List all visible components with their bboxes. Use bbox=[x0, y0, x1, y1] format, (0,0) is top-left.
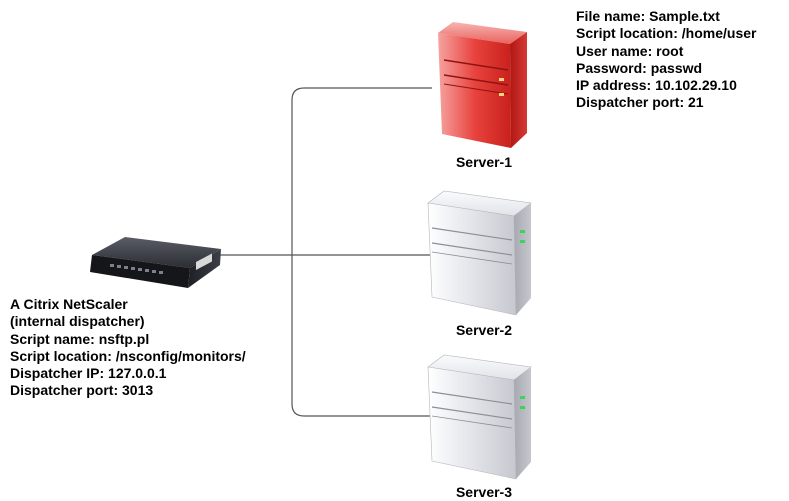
server-detail-ip-address: IP address: 10.102.29.10 bbox=[576, 77, 737, 94]
server-2-icon bbox=[427, 190, 532, 316]
appliance-details: A Citrix NetScaler (internal dispatcher)… bbox=[10, 296, 246, 400]
server-1-label: Server-1 bbox=[456, 154, 512, 170]
appliance-line-dispatcher-port: Dispatcher port: 3013 bbox=[10, 382, 154, 399]
server-1-icon bbox=[438, 22, 527, 148]
appliance-line-dispatcher-ip: Dispatcher IP: 127.0.0.1 bbox=[10, 365, 167, 382]
server-3-label: Server-3 bbox=[456, 484, 512, 500]
appliance-line-title: A Citrix NetScaler bbox=[10, 296, 128, 312]
server-2-label: Server-2 bbox=[456, 322, 512, 338]
server-detail-password: Password: passwd bbox=[576, 59, 703, 76]
netscaler-appliance-icon bbox=[90, 237, 221, 288]
appliance-line-role: (internal dispatcher) bbox=[10, 313, 145, 330]
server-details: File name: Sample.txt Script location: /… bbox=[576, 8, 756, 112]
connector-server-1 bbox=[291, 87, 432, 101]
server-3-icon bbox=[427, 354, 532, 480]
server-detail-user-name: User name: root bbox=[576, 42, 684, 59]
appliance-line-script-name: Script name: nsftp.pl bbox=[10, 330, 150, 347]
connection-lines bbox=[210, 87, 432, 417]
server-detail-file-name: File name: Sample.txt bbox=[576, 8, 720, 24]
connector-server-3 bbox=[291, 403, 432, 417]
server-detail-script-location: Script location: /home/user bbox=[576, 25, 757, 42]
server-detail-dispatcher-port: Dispatcher port: 21 bbox=[576, 94, 704, 111]
appliance-line-script-location: Script location: /nsconfig/monitors/ bbox=[10, 347, 246, 364]
